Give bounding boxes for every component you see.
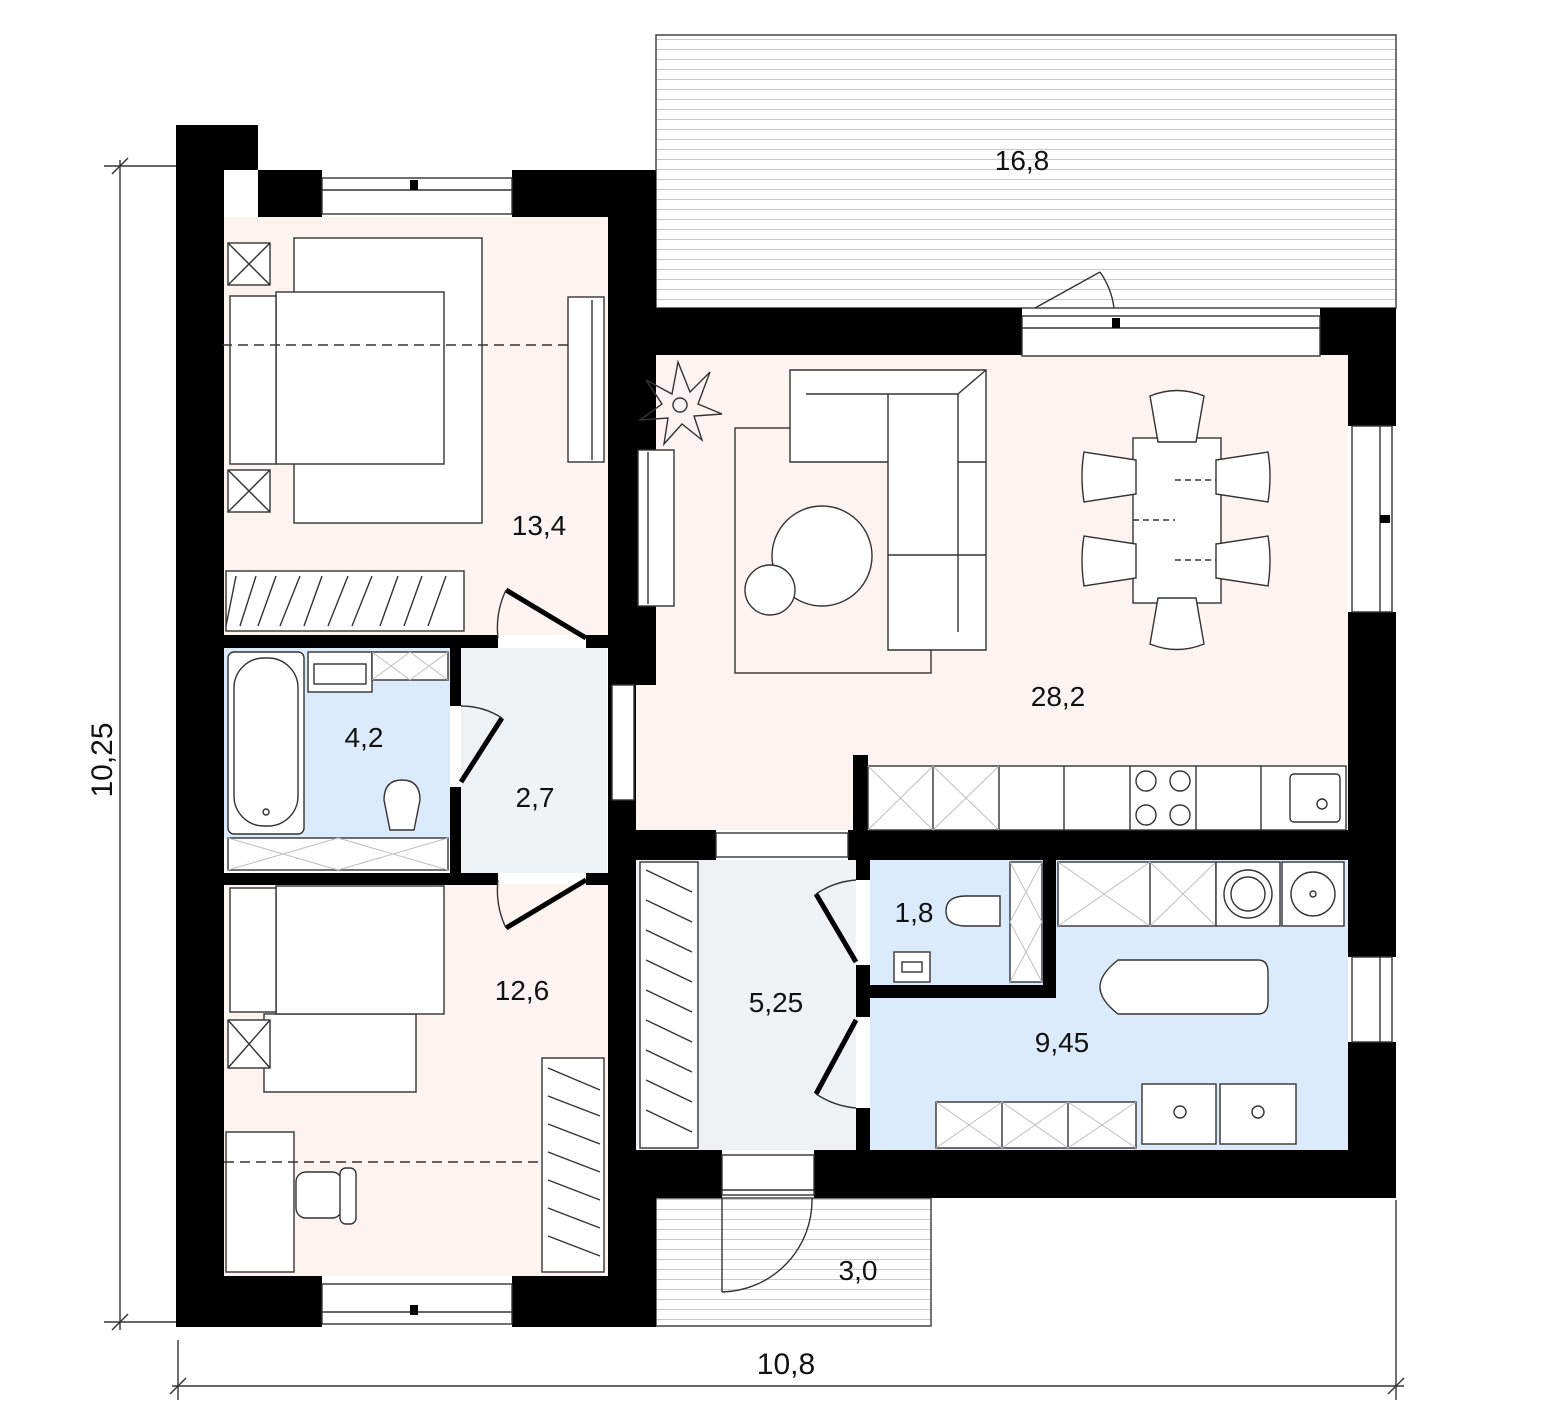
toilet-icon [383,779,421,831]
chair-icon [1081,389,1271,651]
coffee-table-icon [744,505,873,616]
area-wc: 1,8 [895,897,934,928]
living-dining-floor [636,355,1348,830]
window-icon [1351,425,1393,613]
sink-icon [1141,1083,1297,1145]
dimension-height: 10,25 [86,722,119,797]
hallway-small-floor [461,648,607,873]
area-porch: 3,0 [839,1255,878,1286]
area-bathroom: 4,2 [345,722,384,753]
dimension-labels: 10,25 10,8 [86,722,815,1381]
wardrobe-icon [225,570,465,632]
porch [655,1197,932,1327]
door-swing-icon [1034,271,1115,309]
cabinet-icon [227,651,449,871]
door-swing-icon [813,879,859,964]
dining-table-icon [1132,437,1222,604]
window-icon [321,177,513,215]
toilet-icon [945,895,1001,927]
area-bedroom-2: 12,6 [495,975,550,1006]
dryer-icon [1281,861,1345,927]
area-living-dining: 28,2 [1031,681,1086,712]
doors [458,271,1115,1293]
door-swing-icon [496,587,588,641]
nightstand-icon [227,1019,271,1069]
area-terrace-top: 16,8 [995,145,1050,176]
washing-machine-icon [1215,861,1281,927]
kitchen-counter-icon [867,765,1347,831]
tv-unit-icon [637,449,675,607]
door-swing-icon [813,1018,859,1109]
sink-icon [307,651,373,693]
window-icon [1351,956,1393,1043]
area-bedroom-1: 13,4 [512,510,567,541]
ironing-board-icon [1099,959,1269,1015]
area-kitchen-utility: 9,45 [1035,1027,1090,1058]
tv-unit-icon [567,296,605,463]
bed-icon [229,885,445,1093]
sofa-icon [789,369,987,651]
wardrobe-icon [541,1057,605,1273]
door-swing-icon [721,1197,813,1293]
window-icon [321,1283,513,1325]
window-icon [1021,315,1321,357]
bed-icon [222,237,600,524]
door-swing-icon [496,877,588,931]
sink-icon [893,951,931,983]
area-entrance-hall: 5,25 [749,987,804,1018]
walls [176,125,1396,1327]
dimension-lines [104,157,1405,1400]
area-hallway-small: 2,7 [516,782,555,813]
terrace-top [655,34,1397,309]
desk-chair-icon [295,1167,357,1225]
nightstand-icon [227,242,271,513]
stove-icon [1135,770,1191,826]
cabinet-icon [1057,861,1217,927]
cabinet-icon [1009,861,1043,983]
window-icon [721,1154,815,1196]
windows [321,177,1393,1325]
doorway-opening [611,684,849,858]
plant-icon [637,359,723,447]
bathtub-icon [227,651,305,835]
cabinet-icon [935,1101,1137,1149]
area-labels: 16,8 13,4 28,2 4,2 2,7 12,6 5,25 1,8 9,4… [345,145,1090,1286]
sink-icon [1289,773,1341,823]
wardrobe-icon [639,861,699,1149]
dimension-width: 10,8 [757,1348,815,1381]
desk-icon [224,1131,540,1273]
door-swing-icon [458,705,505,784]
